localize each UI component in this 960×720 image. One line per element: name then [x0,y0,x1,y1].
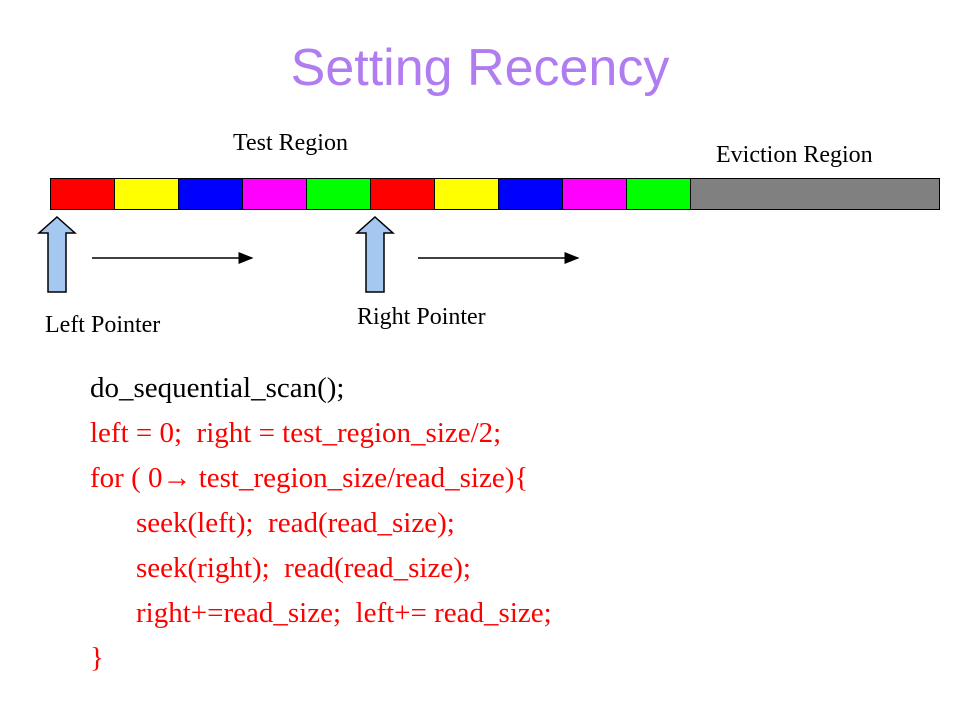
slide-title: Setting Recency [290,39,670,97]
right-pointer-label: Right Pointer [357,304,486,330]
code-line: } [90,642,104,674]
code-line: seek(left); read(read_size); [136,507,455,539]
test-region-block [627,179,691,209]
cache-strip [50,178,940,210]
test-region-block [563,179,627,209]
eviction-region-block [691,179,939,209]
test-region-block [243,179,307,209]
test-region-block [371,179,435,209]
left-pointer-label: Left Pointer [45,312,161,338]
test-region-block [307,179,371,209]
code-line: for ( 0→ test_region_size/read_size){ [90,462,529,494]
test-region-label: Test Region [233,130,348,156]
test-region-block [115,179,179,209]
code-line: do_sequential_scan(); [90,372,345,404]
test-region-block [499,179,563,209]
test-region-block [435,179,499,209]
code-line: seek(right); read(read_size); [136,552,471,584]
test-region-block [179,179,243,209]
test-region-block [51,179,115,209]
code-block: do_sequential_scan();left = 0; right = t… [90,366,552,681]
code-line: left = 0; right = test_region_size/2; [90,417,502,449]
left-pointer-arrow-icon [37,215,77,293]
code-line: right+=read_size; left+= read_size; [136,597,552,629]
eviction-region-label: Eviction Region [716,142,873,168]
right-pointer-arrow-icon [355,215,395,293]
